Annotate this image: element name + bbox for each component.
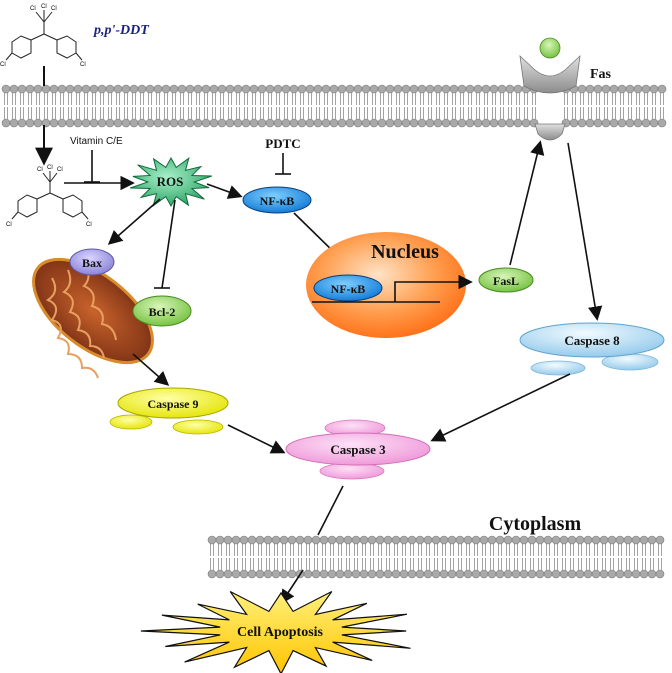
fasl-label: FasL <box>493 274 519 288</box>
ros-label: ROS <box>157 174 184 189</box>
fas-to-caspase8-arrow <box>567 142 603 321</box>
nfkb-cytoplasm-node <box>242 186 312 214</box>
ddt-molecule-outside <box>5 10 83 61</box>
caspase3-node <box>285 432 431 466</box>
cytoplasm-label: Cytoplasm <box>489 513 582 535</box>
caspase3-to-apoptosis-arrow <box>280 569 304 605</box>
caspase8-to-caspase3-arrow <box>430 373 571 442</box>
bax-label: Bax <box>82 256 102 270</box>
cl-label: Cl <box>30 6 36 12</box>
ros-to-nfkb-arrow <box>206 183 243 199</box>
fas-receptor <box>519 37 581 141</box>
nucleus-label: Nucleus <box>371 241 439 263</box>
cl-label: Cl <box>80 62 86 68</box>
cell-apoptosis-label: Cell Apoptosis <box>237 625 324 640</box>
fas-label: Fas <box>590 67 612 82</box>
mito-to-caspase9-arrow <box>132 353 170 386</box>
ddt-molecule-inside <box>11 171 89 220</box>
ros-starburst <box>130 156 212 208</box>
fasl-node <box>478 267 534 293</box>
caspase9-node <box>117 387 229 419</box>
cl-label: Cl <box>37 167 43 173</box>
caspase8-node <box>519 322 665 358</box>
cl-label: Cl <box>6 222 12 228</box>
caspase3-complex <box>285 419 431 480</box>
caspase3-label: Caspase 3 <box>330 442 386 457</box>
caspase3-to-membrane-line <box>317 485 344 536</box>
pdtc-label: PDTC <box>265 136 300 151</box>
caspase8-complex <box>519 322 665 376</box>
mitochondrion <box>32 257 154 379</box>
bcl2-node <box>132 295 192 327</box>
cell-apoptosis-starburst <box>140 590 411 673</box>
bcl2-label: Bcl-2 <box>149 305 176 319</box>
ros-inhibit-bcl2-line <box>161 199 176 289</box>
top-cell-membrane <box>1 84 667 128</box>
cl-label: Cl <box>0 62 6 68</box>
vitamin-ce-label: Vitamin C/E <box>70 136 123 147</box>
nfkb-cytoplasm-label: NF-κB <box>260 194 295 208</box>
cl-label: Cl <box>86 222 92 228</box>
caspase8-label: Caspase 8 <box>564 333 620 348</box>
nfkb-nucleus-label: NF-κB <box>331 282 366 296</box>
ddt-label: p,p'-DDT <box>93 23 150 38</box>
transcription-arrow <box>394 274 473 302</box>
cl-label: Cl <box>51 6 57 12</box>
caspase9-to-caspase3-arrow <box>227 424 286 454</box>
cl-label: Cl <box>47 165 53 171</box>
fasl-to-fas-arrow <box>509 140 545 266</box>
cl-label: Cl <box>57 167 63 173</box>
caspase9-complex <box>109 387 229 435</box>
bottom-cell-membrane <box>207 535 665 579</box>
caspase9-label: Caspase 9 <box>147 397 198 411</box>
fas-ligand-ball <box>539 37 561 59</box>
ros-to-bax-arrow <box>107 198 161 245</box>
cl-label: Cl <box>41 4 47 10</box>
bax-node <box>69 248 115 276</box>
nucleus <box>306 232 466 338</box>
nfkb-nucleus-node <box>313 274 383 302</box>
